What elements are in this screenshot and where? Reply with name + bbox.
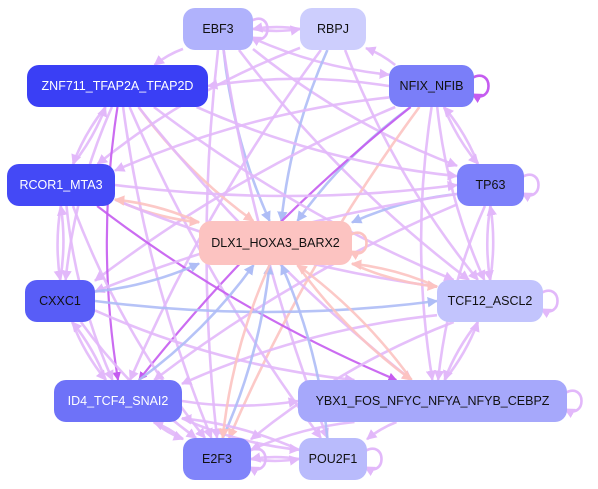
edge-tp63-to-id4 (153, 203, 458, 382)
edge-nfix-to-ybx1 (419, 106, 437, 382)
edge-tcf12-to-ybx1 (443, 321, 479, 381)
edge-id4-to-ybx1 (181, 397, 300, 408)
node-tp63[interactable]: TP63 (457, 164, 524, 206)
edge-tp63-to-tcf12 (483, 205, 494, 282)
edge-rcor1-to-tp63 (114, 181, 459, 198)
edge-tp63-to-dlx1 (351, 192, 458, 224)
edge-cxxc1-to-dlx1 (94, 262, 200, 293)
self-loop-tcf12 (540, 289, 559, 319)
edge-ybx1-to-pou2f1 (366, 420, 397, 441)
edge-rcor1-to-e2f3 (71, 205, 207, 439)
edge-rcor1-to-znf711 (71, 106, 108, 165)
node-rbpj[interactable]: RBPJ (300, 8, 366, 50)
edge-tcf12-to-id4 (181, 313, 438, 385)
edge-rcor1-to-ybx1 (96, 205, 398, 382)
self-loop-nfix (471, 74, 490, 104)
edge-nfix-to-rcor1 (114, 96, 390, 172)
edge-tp63-to-nfix (443, 106, 480, 165)
edge-rcor1-to-dlx1 (114, 198, 201, 227)
node-label: DLX1_HOXA3_BARX2 (211, 236, 340, 250)
edge-znf711-to-id4 (105, 106, 122, 381)
edge-nfix-to-tp63 (442, 106, 479, 165)
node-dlx1-hoxa3-barx2[interactable]: DLX1_HOXA3_BARX2 (199, 221, 352, 265)
edge-znf711-to-tp63 (196, 105, 459, 181)
edge-dlx1-to-tcf12 (351, 262, 439, 291)
edge-cxxc1-to-ybx1 (94, 309, 356, 385)
edge-znf711-to-tcf12 (153, 105, 455, 282)
self-loop-ebf3 (250, 17, 269, 47)
edge-pou2f1-to-id4 (180, 414, 300, 451)
node-label: POU2F1 (308, 452, 358, 466)
node-label: TCF12_ASCL2 (447, 294, 533, 308)
edge-ebf3-to-tp63 (252, 47, 458, 168)
edge-dlx1-to-ybx1 (296, 264, 413, 382)
edge-rbpj-to-dlx1 (277, 49, 329, 223)
edge-ebf3-to-tcf12 (237, 49, 470, 282)
edge-ybx1-to-tcf12 (443, 321, 480, 381)
self-loop-e2f3 (248, 447, 267, 477)
edge-ebf3-to-nfix (252, 37, 391, 79)
edge-cxxc1-to-tcf12 (94, 297, 439, 314)
self-loop-dlx1 (349, 231, 368, 261)
node-label: TP63 (475, 178, 506, 192)
node-label: RCOR1_MTA3 (19, 178, 103, 192)
node-tcf12-ascl2[interactable]: TCF12_ASCL2 (437, 280, 543, 322)
edge-id4-to-dlx1 (138, 264, 255, 382)
node-znf711-tfap2a-tfap2d[interactable]: ZNF711_TFAP2A_TFAP2D (27, 65, 208, 107)
edge-nfix-to-znf711 (206, 77, 390, 90)
node-label: CXXC1 (39, 294, 81, 308)
edge-dlx1-to-e2f3 (218, 264, 271, 440)
edge-znf711-to-pou2f1 (128, 106, 322, 439)
node-id4-tcf4-snai2[interactable]: ID4_TCF4_SNAI2 (54, 380, 182, 422)
edge-rbpj-to-ebf3 (251, 22, 301, 33)
edge-dlx1-to-rcor1 (113, 195, 200, 224)
edge-pou2f1-to-e2f3 (249, 452, 300, 463)
edge-tcf12-to-tp63 (486, 204, 497, 281)
node-rcor1-mta3[interactable]: RCOR1_MTA3 (7, 164, 115, 206)
node-cxxc1[interactable]: CXXC1 (25, 280, 95, 322)
node-label: ZNF711_TFAP2A_TFAP2D (41, 79, 194, 93)
edge-nfix-to-e2f3 (227, 106, 421, 439)
node-ebf3[interactable]: EBF3 (183, 8, 253, 50)
edge-cxxc1-to-rcor1 (57, 204, 68, 281)
node-label: E2F3 (202, 452, 232, 466)
node-label: RBPJ (317, 22, 349, 36)
edge-e2f3-to-dlx1 (221, 263, 274, 439)
edge-znf711-to-e2f3 (121, 106, 213, 439)
node-label: NFIX_NFIB (399, 79, 464, 93)
node-label: YBX1_FOS_NFYC_NFYA_NFYB_CEBPZ (315, 394, 550, 408)
node-e2f3[interactable]: E2F3 (183, 438, 251, 480)
self-loop-tp63 (521, 173, 540, 203)
edge-ybx1-to-dlx1 (296, 263, 413, 381)
edge-tcf12-to-e2f3 (250, 320, 455, 441)
edge-ebf3-to-znf711 (153, 47, 184, 67)
edge-rcor1-to-cxxc1 (53, 205, 64, 282)
node-label: EBF3 (202, 22, 234, 36)
node-pou2f1[interactable]: POU2F1 (299, 438, 367, 480)
edge-nfix-to-rbpj (365, 46, 397, 67)
node-nfix-nfib[interactable]: NFIX_NFIB (389, 65, 474, 107)
edge-e2f3-to-id4 (152, 420, 184, 441)
edge-nfix-to-cxxc1 (94, 105, 396, 282)
edge-id4-to-cxxc1 (71, 321, 108, 381)
edge-ybx1-to-e2f3 (250, 420, 355, 451)
self-loop-pou2f1 (364, 447, 383, 477)
node-label: ID4_TCF4_SNAI2 (67, 394, 169, 408)
self-loop-ybx1 (564, 389, 583, 419)
node-ybx1-fos-nfyc-nfya-nfyb-cebpz[interactable]: YBX1_FOS_NFYC_NFYA_NFYB_CEBPZ (298, 380, 567, 422)
